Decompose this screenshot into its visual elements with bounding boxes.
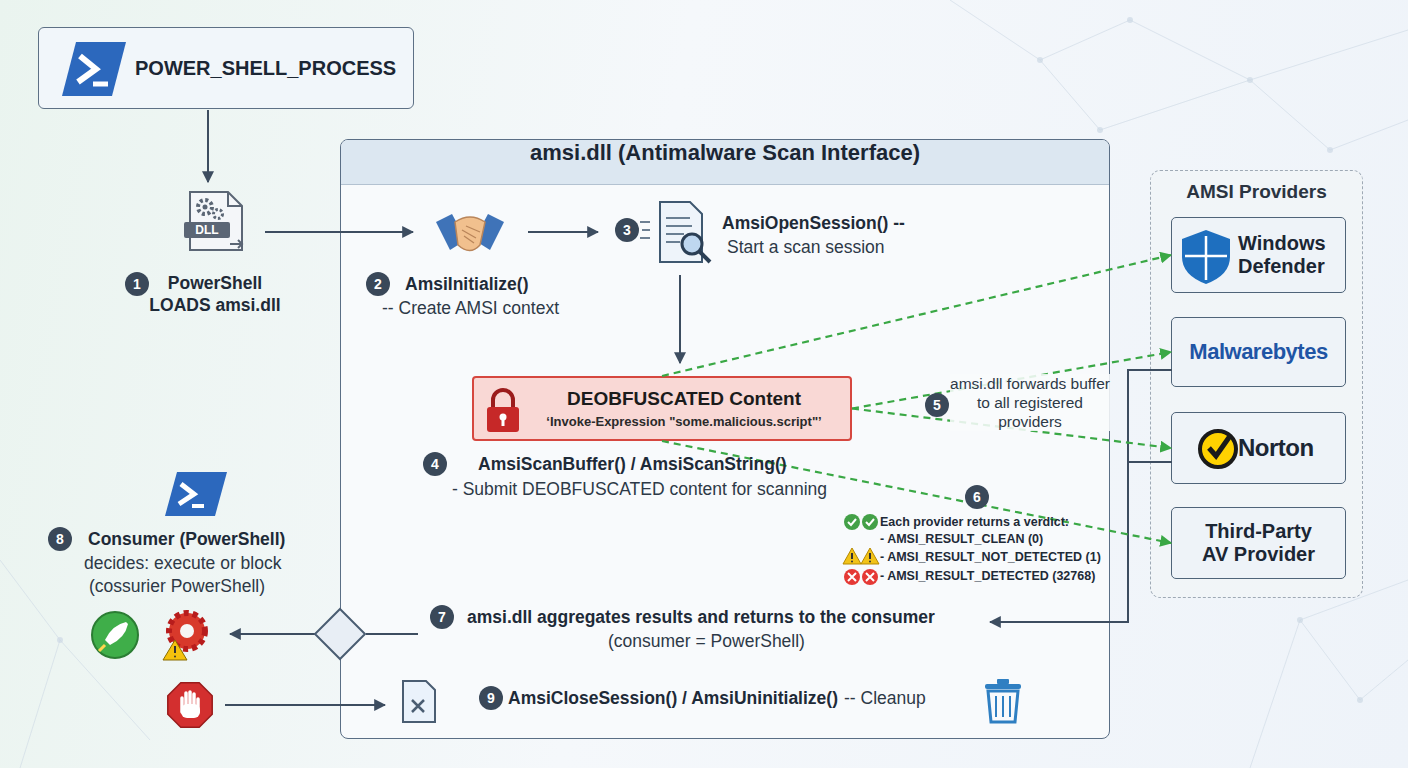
dll-file-icon (190, 192, 242, 250)
callout-number: 5 (925, 393, 949, 417)
execute-icon (92, 612, 138, 658)
step-label: decides: execute or block (84, 552, 281, 574)
file-type-label: DLL (184, 222, 230, 238)
norton-check-icon (1200, 431, 1236, 467)
callout-number: 4 (423, 452, 447, 476)
callout-number: 6 (965, 485, 989, 509)
process-title: POWER_SHELL_PROCESS (135, 28, 396, 108)
step-label: PowerShell LOADS amsi.dll (140, 272, 290, 316)
verdict-label: - AMSI_RESULT_DETECTED (32768) (880, 569, 1095, 584)
verdict-label: - AMSI_RESULT_CLEAN (0) (880, 532, 1043, 547)
content-title: DEOBFUSCATED Content (567, 388, 801, 410)
trash-icon (985, 679, 1021, 722)
provider-name: Malwarebytes (1189, 339, 1327, 364)
flow-arrows (208, 110, 1172, 705)
verdict-label: Each provider returns a verdict: (880, 515, 1069, 530)
provider-name: Third-Party AV Provider (1194, 520, 1324, 566)
provider-box: Third-Party AV Provider (1171, 507, 1346, 579)
code-sample: ‘Invoke-Expression "some.malicious.scrip… (546, 414, 821, 429)
step-label: Consumer (PowerShell) (88, 528, 285, 550)
provider-group: AMSI ProvidersWindows DefenderMalwarebyt… (1150, 170, 1363, 598)
step-label: -- Create AMSI context (382, 297, 559, 319)
step-label: -- Cleanup (844, 687, 926, 709)
step-label: amsi.dll aggregates results and returns … (467, 606, 935, 628)
scan-document-icon (640, 202, 710, 262)
step-label: AmsiCloseSession() / AmsiUninitialize() (508, 687, 838, 709)
step-label: AmsiScanBuffer() / AmsiScanString() (478, 453, 787, 475)
alert-gear-icon (163, 613, 205, 660)
step-label: (cossurier PowerShell) (89, 575, 265, 597)
callout-number: 2 (366, 272, 390, 296)
process-box: POWER_SHELL_PROCESS (38, 27, 414, 109)
powershell-icon (165, 472, 227, 516)
verdict-icons (843, 514, 879, 585)
provider-box: Windows Defender (1171, 217, 1346, 293)
callout-number: 3 (615, 218, 639, 242)
step-label: Start a scan session (727, 236, 885, 258)
scan-forward-arrow (662, 255, 1171, 376)
content-box: DEOBFUSCATED Content ‘Invoke-Expression "… (472, 376, 852, 441)
verdict-label: - AMSI_RESULT_NOT_DETECTED (1) (880, 550, 1101, 565)
provider-box: Norton (1171, 412, 1346, 484)
container-title: amsi.dll (Antimalware Scan Interface) (341, 140, 1109, 185)
powershell-icon (62, 42, 126, 96)
step-label: AmsiOpenSession() -- (722, 212, 905, 234)
lock-icon (487, 390, 519, 432)
callout-number: 1 (125, 272, 149, 296)
step-label: (consumer = PowerShell) (608, 630, 805, 652)
closed-file-icon (403, 681, 435, 722)
defender-shield-icon (1182, 230, 1230, 284)
group-title: AMSI Providers (1151, 181, 1362, 203)
stop-icon (168, 683, 212, 727)
handshake-icon (436, 214, 504, 251)
provider-name: Windows Defender (1238, 232, 1342, 278)
callout-number: 9 (479, 686, 503, 710)
note-label: amsi.dll forwards buffer to all register… (950, 374, 1110, 431)
provider-name: Norton (1238, 434, 1314, 462)
step-label: AmsiInitialize() (405, 273, 529, 295)
decision-diamond (315, 609, 365, 659)
step-label: - Submit DEOBFUSCATED content for scanni… (452, 478, 827, 500)
provider-box: Malwarebytes (1171, 317, 1346, 387)
callout-number: 8 (48, 527, 72, 551)
callout-number: 7 (430, 605, 454, 629)
